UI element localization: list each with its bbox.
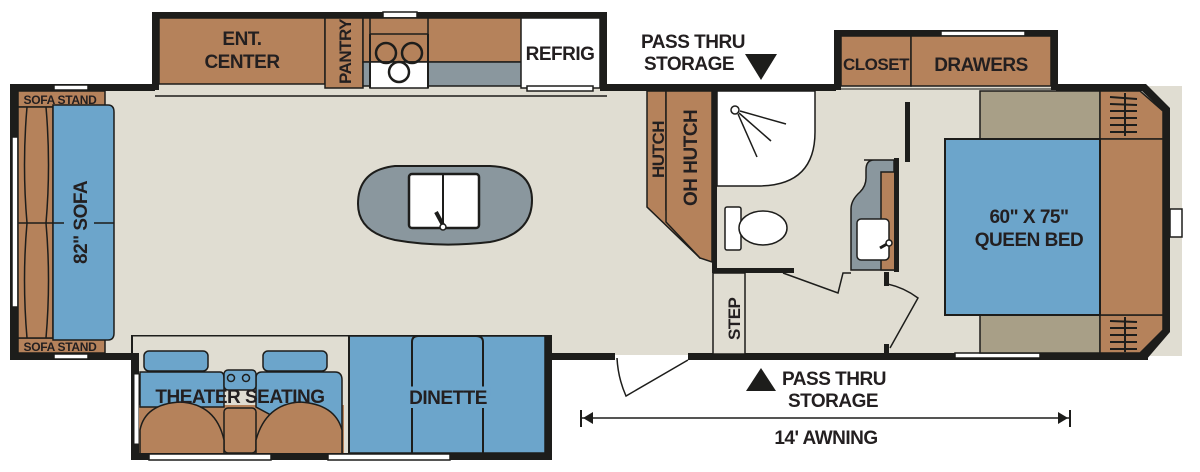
closet-label: CLOSET — [843, 55, 910, 74]
refrigerator: REFRIG — [520, 17, 601, 92]
oh-hutch-label: OH HUTCH — [681, 110, 702, 206]
pass-thru-bottom-label-2: STORAGE — [788, 391, 878, 412]
bed-size-label: 60" X 75" — [989, 207, 1068, 228]
refrig-label: REFRIG — [526, 44, 595, 65]
shower — [716, 90, 816, 187]
cupholder-icon — [241, 373, 251, 383]
nightstand-top — [979, 90, 1101, 140]
entry-door[interactable] — [615, 355, 689, 398]
kitchen-island — [356, 165, 534, 246]
vanity-sink-icon — [856, 218, 890, 261]
theater-seating-label: THEATER SEATING — [155, 387, 324, 408]
stove-burner-icon — [400, 41, 424, 65]
dinette-label: DINETTE — [409, 388, 487, 409]
bed-label: QUEEN BED — [975, 230, 1083, 251]
hutch-area: HUTCH OH HUTCH — [646, 90, 715, 264]
closet — [840, 35, 912, 87]
stove-burner-icon — [387, 60, 411, 84]
ent-center-label: ENT. — [222, 29, 261, 50]
ent-center-label-2: CENTER — [204, 52, 280, 73]
drawers-label: DRAWERS — [934, 55, 1028, 76]
drawers — [910, 35, 1052, 87]
toilet-icon — [724, 206, 788, 251]
sofa-stand-bottom-label: SOFA STAND — [23, 340, 97, 354]
sofa-label: 82" SOFA — [71, 180, 92, 264]
kitchen-slide: ENT. CENTER PANTRY REFRIG — [152, 11, 607, 97]
pass-thru-top-label-2: STORAGE — [644, 54, 734, 75]
hanger-rod-icon — [1109, 93, 1138, 136]
sofa: SOFA STAND SOFA STAND 82" SOFA — [17, 90, 115, 354]
headboard-cabinet — [1099, 138, 1164, 316]
cupholder-icon — [226, 373, 236, 383]
nightstand-bottom — [979, 314, 1101, 354]
queen-bed — [944, 138, 1101, 316]
pass-thru-storage-bottom: PASS THRU STORAGE — [746, 368, 886, 412]
dinette: DINETTE — [348, 335, 546, 454]
bedroom: 60" X 75" QUEEN BED — [944, 90, 1164, 354]
bedroom-door[interactable] — [886, 283, 919, 349]
bathroom — [712, 90, 919, 354]
living-slide: THEATER SEATING DINETTE — [131, 335, 552, 461]
arrow-down-icon — [745, 54, 777, 80]
pass-thru-storage-top: PASS THRU STORAGE — [641, 32, 777, 80]
pass-thru-bottom-label: PASS THRU — [782, 369, 886, 390]
stove-burner-icon — [374, 41, 398, 65]
oh-hutch — [665, 90, 713, 264]
sofa-stand-top-label: SOFA STAND — [23, 93, 97, 107]
pass-thru-top-label: PASS THRU — [641, 32, 745, 53]
awning-dimension: 14' AWNING — [580, 410, 1071, 449]
entry-step: STEP — [712, 272, 746, 355]
pantry: PANTRY — [324, 17, 364, 89]
wardrobe-top — [1099, 90, 1164, 140]
hutch-label: HUTCH — [649, 121, 668, 178]
theater-seating: THEATER SEATING — [139, 350, 344, 455]
hanger-rod-icon — [1109, 317, 1138, 352]
step-label: STEP — [725, 297, 744, 340]
entertainment-center: ENT. CENTER — [158, 17, 326, 85]
arrow-up-icon — [746, 368, 776, 391]
bathroom-door[interactable] — [782, 272, 851, 294]
awning-label: 14' AWNING — [774, 428, 877, 449]
exterior-walls — [10, 84, 1183, 360]
shower-head-icon — [730, 105, 787, 158]
bedroom-slide: CLOSET DRAWERS — [834, 30, 1058, 90]
pantry-label: PANTRY — [336, 18, 355, 84]
